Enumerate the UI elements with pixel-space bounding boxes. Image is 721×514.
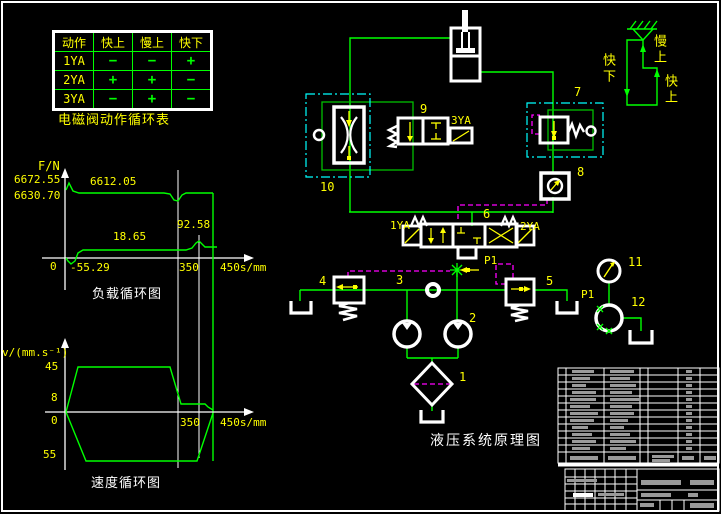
- speed-value-8: 8: [51, 391, 58, 404]
- cell-value: −: [93, 89, 133, 110]
- tank-symbols: [289, 301, 654, 424]
- speed-value-45: 45: [45, 360, 59, 373]
- table-header-row: 动作 快上 慢上 快下: [53, 31, 212, 52]
- load-origin: 0: [50, 260, 57, 273]
- load-value-92: 92.58: [177, 218, 211, 231]
- pilot-valve-symbol: [386, 116, 474, 149]
- valve7-subplate-box: [547, 109, 594, 151]
- pilot-lines: [347, 114, 548, 385]
- motion-arrows: [624, 44, 660, 97]
- pressure-gauge-symbol: [596, 258, 622, 284]
- cell-value: −: [171, 89, 212, 110]
- motion-label-fast-up: 快上: [662, 74, 677, 106]
- header-action: 动作: [53, 31, 94, 52]
- filter-symbol: [409, 360, 455, 408]
- motion-label-fast-down: 快下: [600, 53, 615, 85]
- cell-value: −: [132, 51, 172, 71]
- p1-port-label: P1: [484, 254, 498, 267]
- speed-value-55: 55: [43, 448, 57, 461]
- directional-valve-symbol: [401, 214, 536, 260]
- solenoid-3ya-label: 3YA: [451, 114, 471, 127]
- junction-port-symbol: [425, 282, 441, 298]
- component-4-label: 4: [319, 274, 327, 288]
- speed-curves: [65, 366, 214, 462]
- parts-list-table: [557, 367, 720, 464]
- cell-value: +: [93, 70, 133, 90]
- solenoid-1ya-label: 1YA: [390, 219, 410, 232]
- valve10-enclosure-box: [305, 93, 371, 178]
- load-value-6672: 6672.55: [14, 173, 61, 186]
- component-2-label: 2: [469, 311, 477, 325]
- component-1-label: 1: [459, 370, 467, 384]
- load-value-18: 18.65: [113, 230, 147, 243]
- header-fast-down: 快下: [171, 31, 212, 52]
- component-5-label: 5: [546, 274, 554, 288]
- parts-list-base-band: [558, 463, 719, 467]
- title-block-text-bars: [567, 479, 714, 508]
- load-curves: [65, 181, 217, 265]
- table-row: 3YA − + −: [53, 89, 212, 110]
- load-chart-axis-arrows: [61, 168, 254, 262]
- valve7-enclosure-box: [526, 102, 604, 158]
- load-tick-350: 350: [179, 261, 199, 274]
- speed-chart-axis-arrows: [61, 338, 254, 416]
- relief-valve5-symbol: [504, 277, 536, 323]
- motion-diagram: [626, 20, 658, 106]
- table-row: 1YA − − +: [53, 51, 212, 71]
- parts-list-text-bars: [570, 370, 716, 462]
- cartridge-valve-symbol: [312, 105, 366, 165]
- load-value-neg55: -55.29: [70, 261, 110, 274]
- header-fast-up: 快上: [93, 31, 133, 52]
- p1-test-point: [450, 263, 479, 277]
- pump2-symbol: [443, 319, 473, 349]
- gauge-isolator-symbol: [594, 303, 624, 335]
- cell-value: +: [171, 51, 212, 71]
- cell-value: −: [171, 70, 212, 90]
- title-block: [564, 468, 720, 512]
- component-10-label: 10: [320, 180, 335, 194]
- check-valve-symbol: [539, 171, 571, 201]
- component-7-label: 7: [574, 85, 582, 99]
- speed-axis-end: 450s/mm: [220, 416, 267, 429]
- motion-label-slow-up: 慢上: [651, 34, 666, 66]
- load-chart-title: 负载循环图: [92, 287, 163, 302]
- load-value-6612: 6612.05: [90, 175, 137, 188]
- header-slow-up: 慢上: [132, 31, 172, 52]
- solenoid-2ya-label: 2YA: [520, 220, 540, 233]
- component-12-label: 12: [631, 295, 646, 309]
- component-8-label: 8: [577, 165, 585, 179]
- table-row: 2YA + + −: [53, 70, 212, 90]
- pump1-symbol: [392, 319, 422, 349]
- speed-tick-350: 350: [180, 416, 200, 429]
- p1-gauge-label: P1: [581, 288, 595, 301]
- relief-valve4-symbol: [332, 275, 366, 322]
- speed-origin: 0: [51, 414, 58, 427]
- sequence-valve-symbol: [538, 115, 597, 145]
- row-label: 1YA: [53, 51, 94, 71]
- speed-chart-title: 速度循环图: [91, 476, 162, 491]
- component-11-label: 11: [628, 255, 643, 269]
- component-6-label: 6: [483, 207, 491, 221]
- cell-value: +: [132, 89, 172, 110]
- solenoid-table-title: 电磁阀动作循环表: [58, 113, 171, 128]
- component-9-label: 9: [420, 102, 428, 116]
- cell-value: +: [132, 70, 172, 90]
- circuit-title: 液压系统原理图: [430, 433, 542, 449]
- component-3-label: 3: [396, 273, 404, 287]
- row-label: 2YA: [53, 70, 94, 90]
- cell-value: −: [93, 51, 133, 71]
- load-value-6630: 6630.70: [14, 189, 61, 202]
- speed-chart-axes: [45, 342, 250, 470]
- load-chart-ylabel: F/N: [38, 159, 60, 173]
- cylinder-symbol: [449, 10, 482, 83]
- speed-chart-ylabel: v/(mm.s⁻¹): [2, 346, 69, 359]
- row-label: 3YA: [53, 89, 94, 110]
- load-axis-end: 450s/mm: [220, 261, 267, 274]
- solenoid-action-table: 动作 快上 慢上 快下 1YA − − + 2YA + + − 3YA − + …: [52, 30, 213, 111]
